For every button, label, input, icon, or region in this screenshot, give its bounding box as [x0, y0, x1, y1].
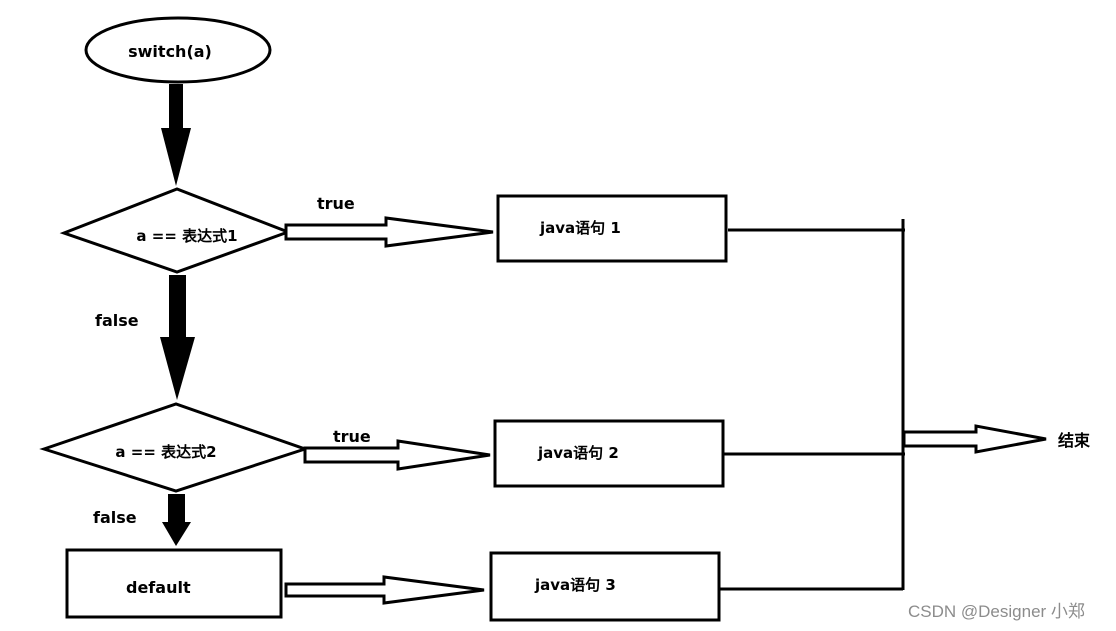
statement-3-box — [489, 551, 721, 622]
start-node — [84, 16, 272, 84]
statement-3-label: java语句 3 — [534, 576, 616, 594]
false-label-1: false — [95, 311, 139, 330]
merge-connectors — [720, 219, 905, 591]
true-label-1: true — [317, 194, 355, 213]
default-box — [65, 548, 283, 619]
arrow-true-1 — [284, 216, 494, 248]
false-label-2: false — [93, 508, 137, 527]
start-label: switch(a) — [128, 42, 212, 61]
statement-1-box — [496, 194, 728, 263]
arrow-cond2-to-default — [162, 494, 191, 546]
arrow-cond1-to-cond2 — [160, 275, 195, 400]
arrow-start-to-cond1 — [161, 84, 191, 186]
arrow-true-2 — [303, 439, 491, 471]
true-label-2: true — [333, 427, 371, 446]
decision-1-label: a == 表达式1 — [136, 227, 237, 245]
csdn-watermark: CSDN @Designer 小郑 — [908, 602, 1085, 621]
statement-2-label: java语句 2 — [537, 444, 619, 462]
decision-2-label: a == 表达式2 — [115, 443, 216, 461]
end-label: 结束 — [1057, 431, 1091, 450]
arrow-default-to-statement-3 — [284, 575, 485, 605]
arrow-to-end — [902, 424, 1047, 454]
default-label: default — [126, 578, 191, 597]
statement-1-label: java语句 1 — [539, 219, 621, 237]
statement-2-box — [493, 419, 725, 488]
